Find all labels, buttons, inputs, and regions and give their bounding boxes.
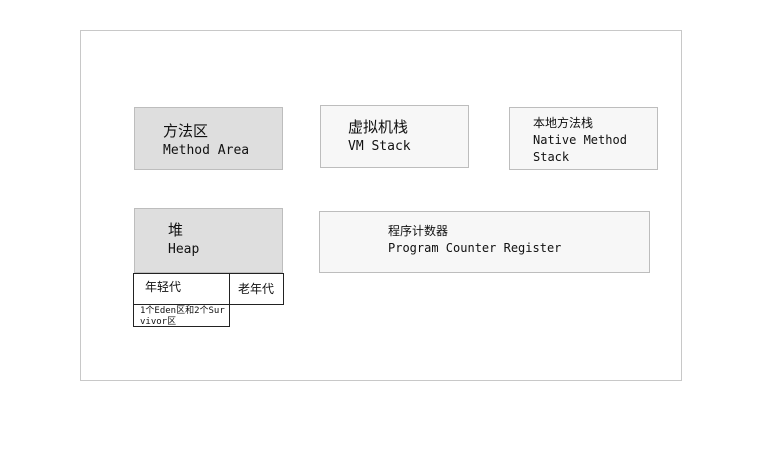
vm-stack-zh-label: 虚拟机栈 [348, 118, 409, 136]
method-area-en-label: Method Area [163, 143, 250, 158]
native-method-stack-zh-label: 本地方法栈 [533, 116, 594, 130]
young-generation-note: 1个Eden区和2个Survivor区 [140, 306, 225, 327]
program-counter-zh-label: 程序计数器 [388, 224, 449, 238]
native-method-stack-box: 本地方法栈 Native Method Stack [509, 107, 658, 170]
young-generation-note-box: 1个Eden区和2个Survivor区 [133, 304, 230, 327]
native-method-stack-en-label-line1: Native Method [533, 133, 627, 147]
vm-stack-en-label: VM Stack [348, 139, 411, 154]
young-generation-box: 年轻代 [133, 273, 230, 305]
young-generation-label: 年轻代 [145, 280, 182, 294]
old-generation-box: 老年代 [229, 273, 284, 305]
program-counter-en-label: Program Counter Register [388, 241, 562, 255]
jvm-memory-diagram-frame [80, 30, 682, 381]
program-counter-box: 程序计数器 Program Counter Register [319, 211, 650, 273]
old-generation-label: 老年代 [238, 282, 275, 296]
method-area-box: 方法区 Method Area [134, 107, 283, 170]
heap-zh-label: 堆 [168, 221, 184, 239]
heap-box: 堆 Heap [134, 208, 283, 273]
method-area-zh-label: 方法区 [163, 122, 209, 140]
vm-stack-box: 虚拟机栈 VM Stack [320, 105, 469, 168]
native-method-stack-en-label-line2: Stack [533, 150, 570, 164]
heap-en-label: Heap [168, 242, 200, 257]
